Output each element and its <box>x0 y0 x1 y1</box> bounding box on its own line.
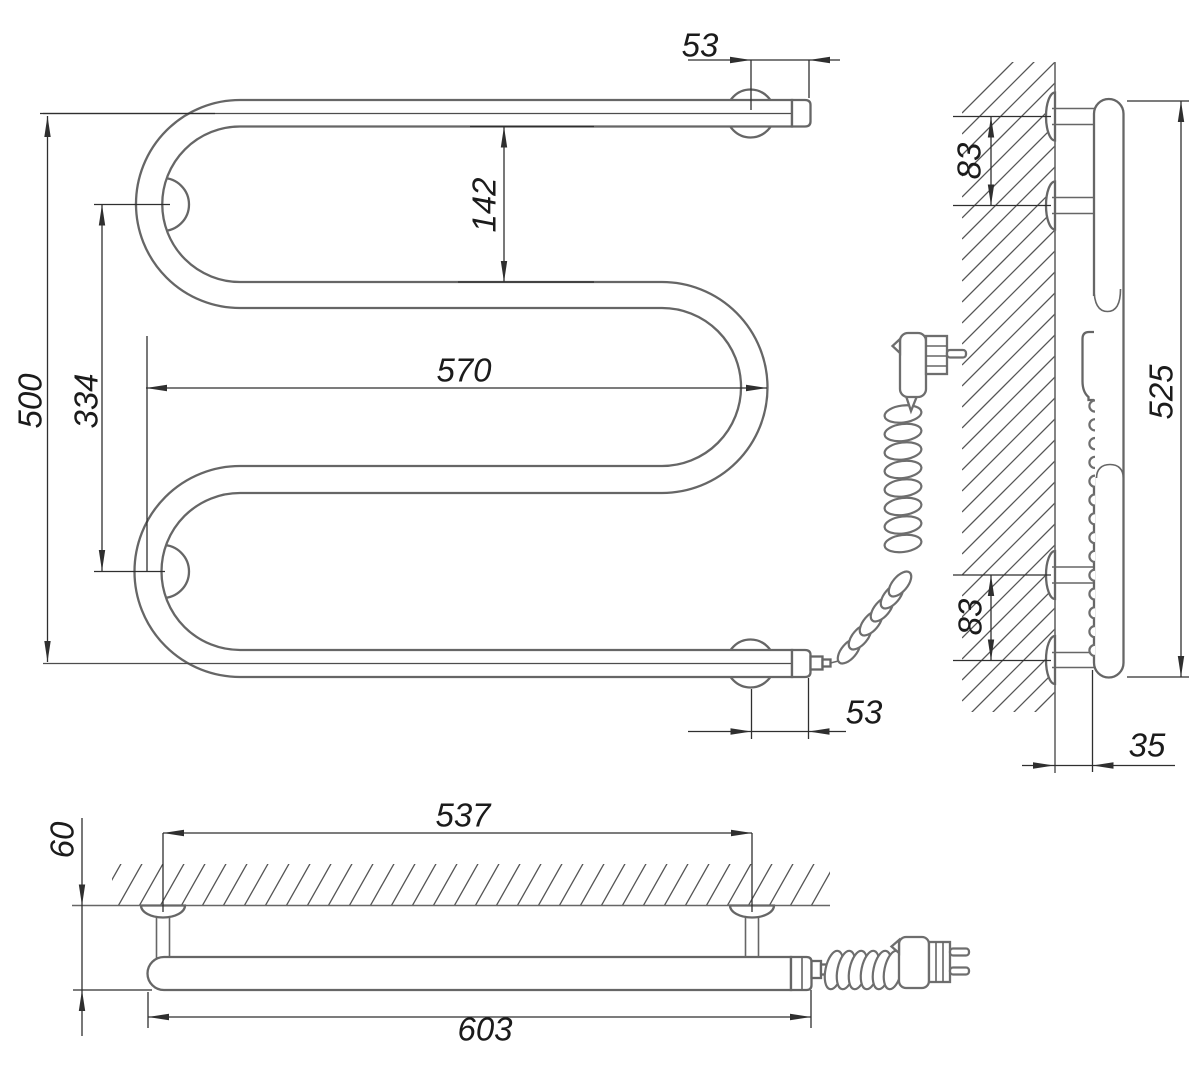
coiled-cable-bottom <box>823 949 904 991</box>
dim-label-dim-35: 35 <box>1129 727 1166 764</box>
side-view <box>962 62 1125 773</box>
plug-body-bottom <box>897 935 931 990</box>
dim-label-dim-570: 570 <box>436 352 492 389</box>
rear-pipe-segment <box>1081 330 1097 402</box>
plug-body <box>898 331 928 399</box>
dim-label-dim-603: 603 <box>457 1011 513 1048</box>
dim-label-dim-525: 525 <box>1143 364 1180 420</box>
bottom-cable-stub <box>810 959 823 980</box>
top-end-cap <box>790 98 812 128</box>
side-pipe-inner-cap <box>1095 463 1125 479</box>
plug-face <box>924 334 949 376</box>
front-view <box>43 88 968 689</box>
wall-hatching-side <box>962 62 1055 712</box>
coiled-cable-lower <box>836 570 913 665</box>
bottom-tube <box>146 955 793 992</box>
dim-label-dim-83-bottom: 83 <box>952 598 989 635</box>
power-plug-bottom <box>889 935 971 990</box>
plug-pin-2 <box>948 966 971 976</box>
bottom-view <box>72 864 971 992</box>
dim-label-dim-500: 500 <box>12 373 49 429</box>
dimension-annotations: 53 142 570 500 334 53 83 525 83 35 537 60 603 <box>12 27 1189 1048</box>
plug-nub-bottom <box>889 937 901 956</box>
wall-hatching-bottom <box>112 864 830 906</box>
cable-gland-tip <box>821 658 832 668</box>
heating-cable-spiral <box>1088 399 1096 658</box>
coiled-cable-upper <box>883 404 923 554</box>
plug-pin <box>945 348 968 359</box>
dim-label-dim-60: 60 <box>44 821 81 858</box>
plug-nub <box>890 336 902 356</box>
power-plug-front <box>890 331 968 415</box>
bracket-arms-bottom <box>155 916 760 958</box>
plug-face-bottom <box>927 940 952 984</box>
side-pipe-body <box>1092 97 1125 679</box>
dim-label-dim-537: 537 <box>435 797 492 834</box>
dim-label-dim-53-bottom: 53 <box>846 694 883 731</box>
serpentine-tube <box>133 98 794 679</box>
side-pipe-inner-u <box>1093 287 1122 313</box>
plug-pin-1 <box>948 947 971 957</box>
dimension-labels: 53 142 570 500 334 53 83 525 83 35 537 60 603 <box>12 27 1180 1048</box>
dim-label-dim-83-top: 83 <box>951 142 988 179</box>
dim-label-dim-53-top: 53 <box>682 27 719 64</box>
dim-label-dim-334: 334 <box>68 373 105 428</box>
dim-label-dim-142: 142 <box>466 177 503 232</box>
bottom-end-cap <box>790 648 812 679</box>
cable-gland-stub <box>809 655 824 671</box>
